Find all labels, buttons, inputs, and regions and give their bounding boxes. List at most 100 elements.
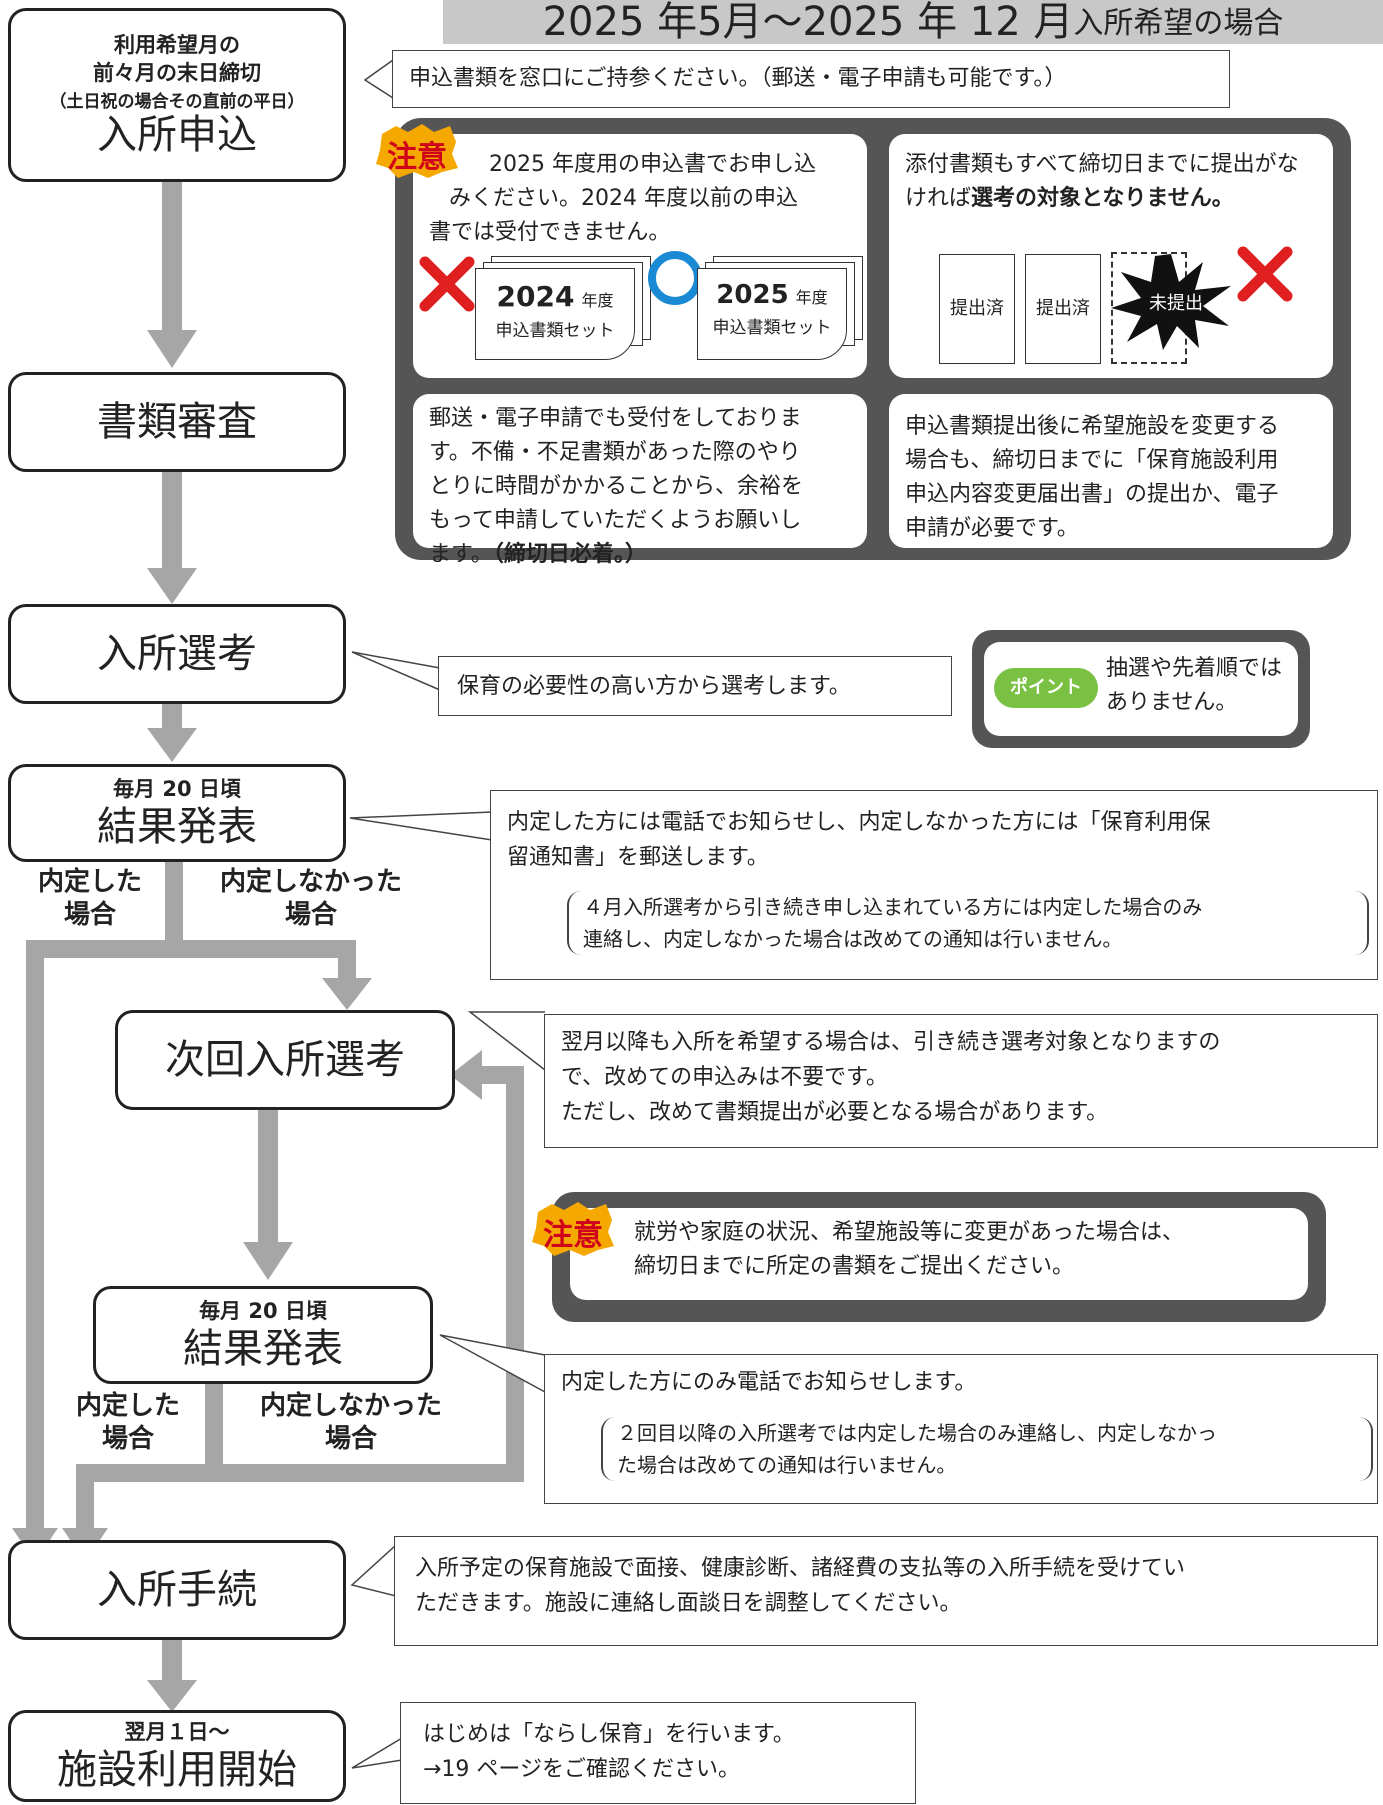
notice-panel-old-form: 2025 年度用の申込書でお申し込 みください。2024 年度以前の申込 書では… xyxy=(413,134,867,378)
step-result2-sub: 毎月 20 日頃 xyxy=(199,1299,327,1324)
point-panel: 抽選や先着順では ありません。 ポイント xyxy=(972,630,1310,748)
callout-tail xyxy=(351,1737,403,1769)
start-line1: はじめは「ならし保育」を行います。 xyxy=(423,1722,795,1747)
branch-left-down xyxy=(26,940,44,1530)
step-result2: 毎月 20 日頃 結果発表 xyxy=(93,1286,433,1384)
branch-left-down xyxy=(76,1464,94,1530)
arrow-head xyxy=(147,330,197,368)
caution-burst-icon xyxy=(532,1202,614,1256)
doc-old-front: 2024 年度 申込書類セット xyxy=(475,268,635,360)
notice2-panel: 就労や家庭の状況、希望施設等に変更があった場合は、 締切日までに所定の書類をご提… xyxy=(552,1192,1326,1322)
result1-note-line2: 連絡し、内定しなかった場合は改めての通知は行いません。 xyxy=(583,927,1123,951)
caution-badge-2-text: 注意 xyxy=(543,1218,603,1253)
starburst-icon xyxy=(1111,254,1231,350)
arrow-head xyxy=(322,978,372,1010)
step-apply: 利用希望月の 前々月の末日締切 （土日祝の場合その直前の平日） 入所申込 xyxy=(8,8,346,182)
arrow-head xyxy=(243,1242,293,1280)
callout-result2: 内定した方にのみ電話でお知らせします。 ２回目以降の入所選考では内定した場合のみ… xyxy=(544,1354,1378,1504)
notice-p1-line3: 書では受付できません。 xyxy=(429,220,671,246)
doc-submitted-2: 提出済 xyxy=(1025,254,1101,364)
callout-next-selection: 翌月以降も入所を希望する場合は、引き続き選考対象となりますの で、改めての申込み… xyxy=(544,1014,1378,1148)
notice-p4-line3: 申込内容変更届出書」の提出か、電子 xyxy=(905,482,1279,508)
step-start: 翌月１日～ 施設利用開始 xyxy=(8,1710,346,1802)
doc-old-year-unit: 年度 xyxy=(581,291,614,310)
branch-right-down xyxy=(338,940,356,980)
result2-note-line2: た場合は改めての通知は行いません。 xyxy=(617,1453,957,1477)
caution-badge-2: 注意 xyxy=(532,1202,614,1256)
point-line2: ありません。 xyxy=(1106,690,1238,716)
notice-panel-change: 申込書類提出後に希望施設を変更する 場合も、締切日までに「保育施設利用 申込内容… xyxy=(889,394,1333,548)
callout-tail xyxy=(439,1334,546,1393)
branch-left-horizontal xyxy=(26,940,356,958)
callout-procedure: 入所予定の保育施設で面接、健康診断、諸経費の支払等の入所手続を受けてい ただきま… xyxy=(394,1536,1378,1646)
branch2-rejected: 内定しなかった場合 xyxy=(259,1391,442,1454)
arrow-shaft xyxy=(258,1110,278,1245)
notice-p1-line1: 2025 年度用の申込書でお申し込 xyxy=(489,152,816,177)
step-review-label: 書類審査 xyxy=(97,399,257,445)
callout-start: はじめは「ならし保育」を行います。 →19 ページをご確認ください。 xyxy=(400,1702,916,1804)
branch-horizontal xyxy=(76,1464,524,1482)
step-review: 書類審査 xyxy=(8,372,346,472)
callout-tail xyxy=(467,1011,546,1071)
arrow-head xyxy=(147,728,197,762)
doc-new-year: 2025 xyxy=(716,280,789,310)
notice2-line2: 締切日までに所定の書類をご提出ください。 xyxy=(634,1254,1075,1280)
arrow-head xyxy=(450,1050,482,1100)
branch2-accepted: 内定した場合 xyxy=(75,1391,180,1454)
notice-p3-line4: もって申請していただくようお願いし xyxy=(429,508,802,534)
step-result1-sub: 毎月 20 日頃 xyxy=(113,777,241,802)
result2-note: ２回目以降の入所選考では内定した場合のみ連絡し、内定しなかっ た場合は改めての通… xyxy=(601,1417,1373,1481)
caution-badge-text: 注意 xyxy=(387,140,447,175)
branch1-rejected: 内定しなかった場合 xyxy=(219,867,402,930)
doc-submitted-1: 提出済 xyxy=(939,254,1015,364)
result1-main-line1: 内定した方には電話でお知らせし、内定しなかった方には「保育利用保 xyxy=(507,810,1211,835)
step-result2-label: 結果発表 xyxy=(183,1325,343,1372)
notice-p3-line5b: （締切日必着。） xyxy=(492,542,647,568)
result2-main: 内定した方にのみ電話でお知らせします。 xyxy=(561,1370,977,1395)
arrow-head xyxy=(147,1680,197,1712)
callout-selection: 保育の必要性の高い方から選考します。 xyxy=(438,656,952,716)
step-next-selection: 次回入所選考 xyxy=(115,1010,455,1110)
step-start-sub: 翌月１日～ xyxy=(124,1720,230,1745)
callout-tail xyxy=(350,1544,397,1597)
doc-old-set: 申込書類セット xyxy=(495,321,615,342)
step-start-label: 施設利用開始 xyxy=(57,1746,297,1793)
procedure-line2: ただきます。施設に連絡し面談日を調整してください。 xyxy=(415,1591,962,1617)
notice-panel: 2025 年度用の申込書でお申し込 みください。2024 年度以前の申込 書では… xyxy=(395,118,1351,567)
result1-note-line1: ４月入所選考から引き続き申し込まれている方には内定した場合のみ xyxy=(583,895,1203,919)
arrow-shaft xyxy=(162,1640,182,1684)
step-procedure: 入所手続 xyxy=(8,1540,346,1640)
caution-burst-icon xyxy=(376,124,458,178)
notice2-line1: 就労や家庭の状況、希望施設等に変更があった場合は、 xyxy=(634,1220,1185,1245)
doc-new-front: 2025 年度 申込書類セット xyxy=(697,268,847,360)
step-apply-label: 入所申込 xyxy=(97,111,257,158)
header-title-suffix: 入所希望の場合 xyxy=(1073,6,1284,41)
notice-p3-line3: とりに時間がかかることから、余裕を xyxy=(429,474,804,500)
notice-p2-line1: 添付書類もすべて締切日までに提出がな xyxy=(905,152,1299,177)
result1-main-line2: 留通知書」を郵送します。 xyxy=(507,845,769,871)
doc-old-year: 2024 xyxy=(496,280,575,313)
start-line2: →19 ページをご確認ください。 xyxy=(423,1757,740,1783)
notice-p4-line4: 申請が必要です。 xyxy=(905,516,1079,542)
result1-note: ４月入所選考から引き続き申し込まれている方には内定した場合のみ 連絡し、内定しな… xyxy=(567,891,1369,955)
notice-p3-line1: 郵送・電子申請でも受付をしておりま xyxy=(429,406,802,431)
callout-apply: 申込書類を窓口にご持参ください。（郵送・電子申請も可能です。） xyxy=(392,50,1230,108)
result2-note-line1: ２回目以降の入所選考では内定した場合のみ連絡し、内定しなかっ xyxy=(617,1421,1217,1445)
notice-p4-line2: 場合も、締切日までに「保育施設利用 xyxy=(905,448,1279,474)
circle-mark-icon xyxy=(648,251,702,305)
notice-p2-line2a: ければ xyxy=(905,186,972,212)
arrow-shaft xyxy=(162,180,182,330)
page-header: 2025 年5月～2025 年 12 月 入所希望の場合 xyxy=(443,0,1383,44)
arrow-shaft xyxy=(162,470,182,570)
step-result1-label: 結果発表 xyxy=(97,803,257,850)
caution-badge: 注意 xyxy=(376,124,458,178)
branch-stem xyxy=(165,860,183,950)
point-line1: 抽選や先着順では xyxy=(1106,656,1283,681)
step-selection-label: 入所選考 xyxy=(97,631,257,677)
notice2-inner: 就労や家庭の状況、希望施設等に変更があった場合は、 締切日までに所定の書類をご提… xyxy=(570,1208,1308,1300)
next-line3: ただし、改めて書類提出が必要となる場合があります。 xyxy=(561,1100,1109,1126)
step-procedure-label: 入所手続 xyxy=(97,1567,257,1613)
next-line1: 翌月以降も入所を希望する場合は、引き続き選考対象となりますの xyxy=(561,1030,1221,1055)
arrow-head xyxy=(147,568,197,604)
